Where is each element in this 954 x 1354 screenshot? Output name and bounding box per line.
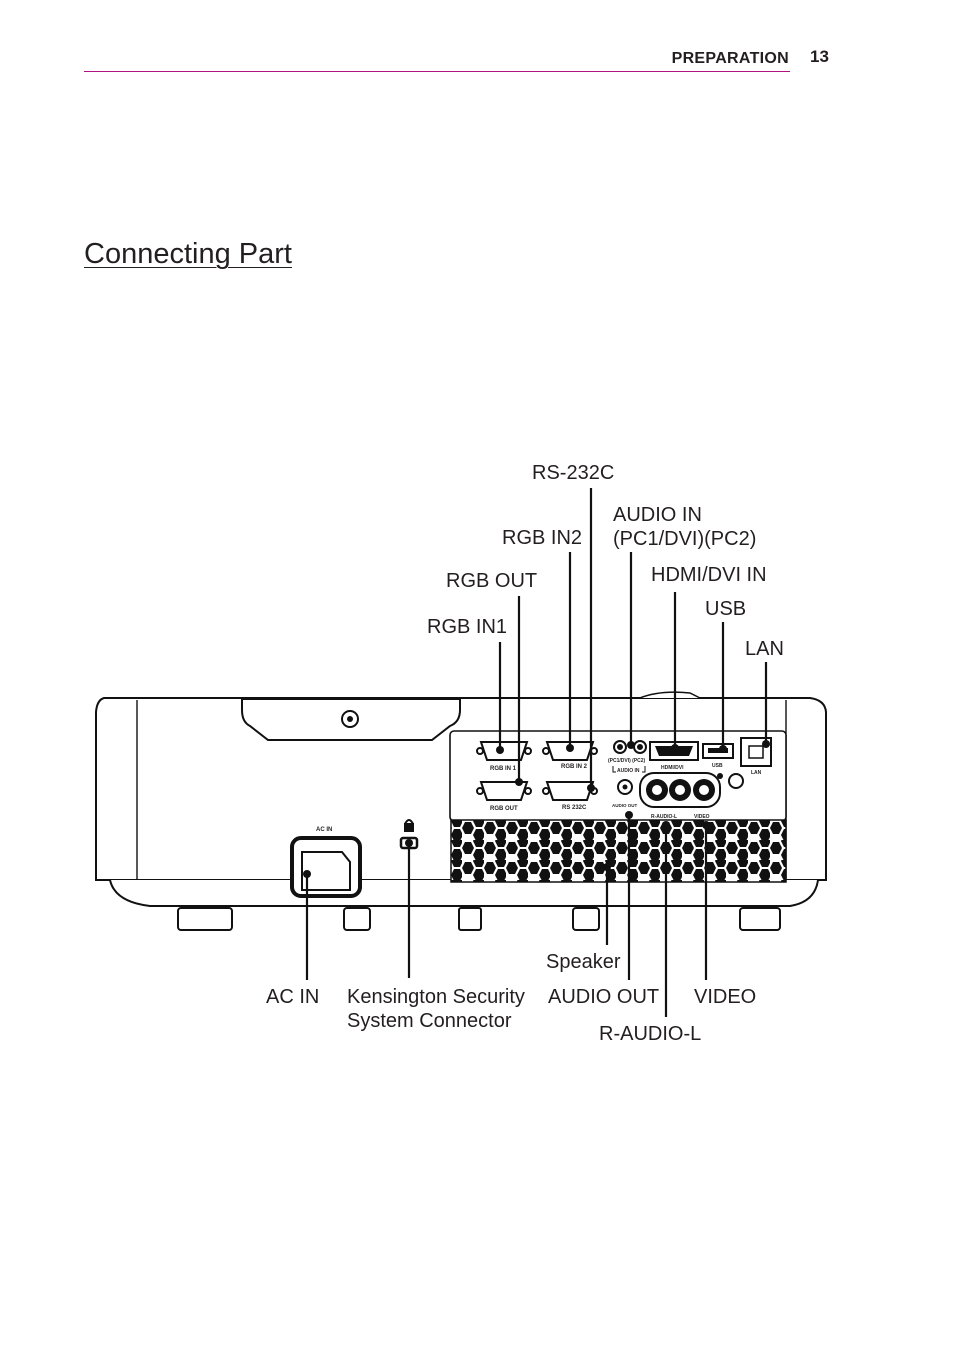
label-kensington-line2: System Connector xyxy=(347,1010,512,1032)
panel-label-audio-out: AUDIO OUT xyxy=(612,803,638,808)
panel-label-pc1-dvi-pc2: (PC1/DVI) (PC2) xyxy=(608,758,646,764)
label-kensington-line1: Kensington Security xyxy=(347,986,525,1008)
panel-label-usb: USB xyxy=(712,763,723,769)
panel-label-lan: LAN xyxy=(751,770,762,776)
label-ac-in: AC IN xyxy=(266,986,320,1008)
audio-out-jack xyxy=(617,779,633,795)
usb-port xyxy=(702,743,734,759)
panel-label-hdmi-dvi: HDMI/DVI xyxy=(661,765,684,771)
panel-label-rgb-in-2: RGB IN 2 xyxy=(561,764,588,770)
page-number: 13 xyxy=(810,47,829,66)
panel-label-video: VIDEO xyxy=(694,814,710,820)
lan-port xyxy=(740,737,772,767)
label-rgb-out: RGB OUT xyxy=(446,570,538,592)
page-title: Connecting Part xyxy=(84,238,292,270)
label-usb: USB xyxy=(705,598,747,620)
label-rgb-in2: RGB IN2 xyxy=(502,527,583,549)
panel-label-rgb-in-1: RGB IN 1 xyxy=(490,766,517,772)
speaker-grille xyxy=(450,819,787,883)
callout-endpoints xyxy=(303,740,770,878)
panel-label-ac-in: AC IN xyxy=(316,827,332,833)
callout-leader-lines xyxy=(305,488,768,1017)
label-rgb-in1: RGB IN1 xyxy=(427,616,508,638)
label-hdmi-dvi-in: HDMI/DVI IN xyxy=(651,564,767,586)
label-lan: LAN xyxy=(745,638,784,660)
panel-label-rgb-out: RGB OUT xyxy=(490,806,518,812)
panel-label-rs-232c: RS 232C xyxy=(562,805,587,811)
panel-label-audio-in: AUDIO IN xyxy=(617,768,640,774)
projector-feet xyxy=(177,907,781,931)
ac-in-socket xyxy=(290,836,362,898)
label-r-audio-l: R-AUDIO-L xyxy=(599,1023,702,1045)
label-audio-in-line1: AUDIO IN xyxy=(613,504,702,526)
label-rs-232c: RS-232C xyxy=(532,462,615,484)
rca-jacks xyxy=(639,772,721,808)
label-video: VIDEO xyxy=(694,986,757,1008)
label-audio-in-line2: (PC1/DVI)(PC2) xyxy=(613,528,757,550)
running-header-section: PREPARATION xyxy=(671,50,789,67)
panel-label-r-audio-l: R-AUDIO-L xyxy=(651,814,677,820)
header-rule xyxy=(84,71,790,72)
label-audio-out: AUDIO OUT xyxy=(548,986,660,1008)
label-speaker: Speaker xyxy=(546,951,621,973)
